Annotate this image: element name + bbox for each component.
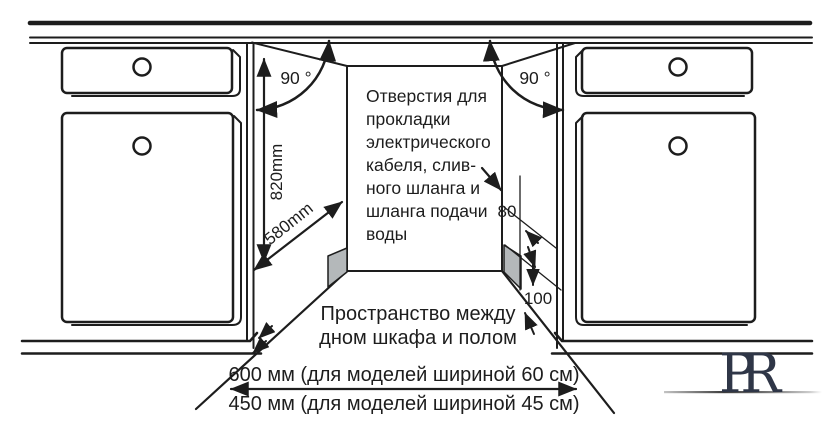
holes-note-line: Отверстия для [366,86,487,106]
holes-note-line: прокладки [366,109,450,129]
dim-arrow-80-upper [525,230,543,248]
holes-note: Отверстия для прокладки электрического к… [366,86,491,244]
dim-label-580: 580mm [260,199,316,249]
angle-label-left: 90 ° [280,68,311,88]
holes-pointer-arrow [480,166,503,192]
left-plinth-line-1 [20,331,259,343]
ext-line-diag-top [503,206,557,249]
floor-note: Пространство между дном шкафа и полом [319,303,517,349]
logo-underline [664,391,822,394]
left-drawer-knob-icon [132,57,152,77]
holes-note-line: электрического [366,132,491,152]
line-art [20,20,814,415]
floor-gap-arrow-2 [252,337,270,354]
niche-top-left-diagonal [251,41,348,67]
right-drawer-bevel [575,49,745,97]
right-plinth-line-1 [553,331,814,343]
dim-label-80: 80 [498,202,517,221]
angle-arc-right [482,39,565,119]
left-door-bevel [71,115,242,326]
angle-label-right: 90 ° [519,68,550,88]
left-drawer-bevel [71,49,241,97]
floor-note-line: дном шкафа и полом [319,327,517,349]
angle-arc-left [255,39,337,118]
text-layer: 90 ° 90 ° 820mm 580mm 80 100 Отверстия д… [228,68,579,415]
niche-top-right-diagonal [501,42,576,67]
niche-floor-left-diagonal [194,269,349,411]
dim-arrow-100-up [524,312,538,335]
right-drawer-knob-icon [668,57,688,77]
floor-note-line: Пространство между [320,303,515,325]
holes-note-line: шланга подачи [366,201,488,221]
right-drawer-front [580,46,754,95]
left-door-knob-icon [132,136,152,156]
brand-logo: PR [719,342,782,405]
right-door-knob-icon [668,136,688,156]
left-drawer-front [60,46,234,95]
holes-note-line: ного шланга и [366,178,480,198]
right-door-front [580,111,757,324]
right-wall-hole [503,244,522,290]
floor-gap-arrow-1 [258,322,276,339]
holes-note-line: кабеля, слив- [366,155,476,175]
right-door-bevel [575,115,748,326]
niche-floor-right-diagonal [500,269,616,415]
niche-back-wall [346,65,503,272]
dim-arrow-580 [252,200,344,272]
dim-label-600: 600 мм (для моделей шириной 60 см) [228,364,579,386]
holes-note-line: воды [366,224,407,244]
left-door-front [60,111,235,324]
dim-label-100: 100 [524,289,552,308]
dim-label-820: 820mm [267,144,286,201]
dim-label-450: 450 мм (для моделей шириной 45 см) [228,393,579,415]
